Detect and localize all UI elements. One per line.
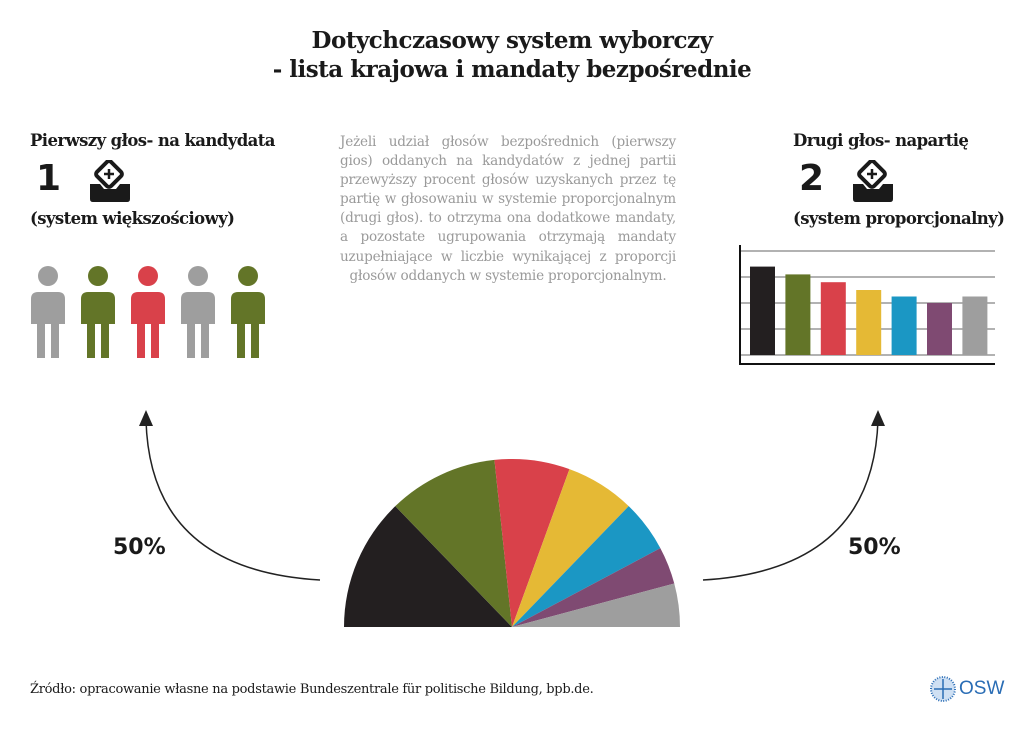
people-figures (31, 266, 265, 358)
left-heading: Pierwszy głos- na kandydata (30, 131, 275, 150)
page-title: Dotychczasowy system wyborczy - lista kr… (0, 26, 1024, 84)
ballot-box-icon (90, 160, 130, 202)
bar (785, 274, 811, 355)
seat-slice (494, 459, 570, 627)
axis (739, 245, 995, 365)
right-percent: 50% (848, 535, 901, 560)
bar (856, 290, 882, 355)
right-number: 2 (799, 158, 825, 199)
osw-logo-text: OSW (959, 678, 1005, 699)
person-icon (31, 266, 65, 358)
left-percent: 50% (113, 535, 166, 560)
bar (820, 282, 846, 355)
right-heading: Drugi głos- napartię (793, 131, 969, 150)
parliament-semicircle (344, 459, 680, 627)
title-line-1: Dotychczasowy system wyborczy (311, 27, 713, 54)
source-note: Źródło: opracowanie własne na podstawie … (30, 682, 594, 697)
left-subheading: (system większościowy) (30, 209, 235, 228)
title-line-2: - lista krajowa i mandaty bezpośrednie (272, 56, 752, 83)
bar (927, 303, 952, 355)
person-icon (231, 266, 265, 358)
bar-chart (739, 245, 995, 365)
person-icon (131, 266, 165, 358)
seat-slice (512, 469, 629, 627)
right-arrowhead-icon (871, 410, 885, 426)
left-number: 1 (36, 158, 62, 199)
seat-slice (512, 583, 680, 627)
left-arrowhead-icon (139, 410, 153, 426)
right-subheading: (system proporcjonalny) (793, 209, 1005, 228)
arrows-and-parliament (139, 410, 885, 627)
left-arrow (145, 419, 321, 581)
person-icon (181, 266, 215, 358)
seat-slice (395, 459, 512, 627)
right-arrow (702, 419, 879, 581)
seat-slice (512, 548, 675, 627)
bar (750, 266, 775, 355)
ballot-box-icon (853, 160, 893, 202)
seat-slice (512, 506, 661, 627)
osw-logo: OSW (930, 676, 1004, 702)
bar (962, 296, 988, 355)
seat-slice (344, 506, 512, 627)
globe-icon (930, 676, 956, 702)
description-text: Jeżeli udział głosów bezpośrednich (pier… (340, 134, 676, 284)
bar (891, 296, 917, 355)
person-icon (81, 266, 115, 358)
